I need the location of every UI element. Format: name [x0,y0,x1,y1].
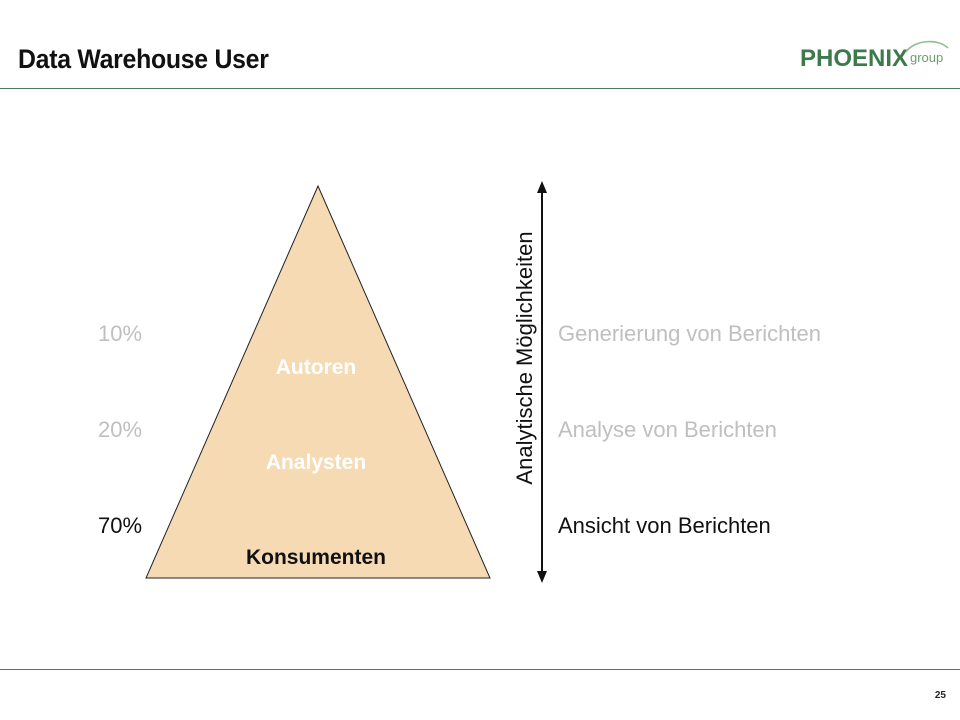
capability-analyse: Analyse von Berichten [558,417,777,442]
logo-text: PHOENIX [800,45,908,72]
phoenix-group-logo: PHOENIX group [798,34,958,84]
page-number: 25 [934,690,946,701]
tier-autoren: Autoren [275,356,357,379]
page-title: Data Warehouse User [18,44,269,74]
percent-analysten: 20% [98,417,143,442]
tier-analysten: Analysten [265,451,367,474]
capability-ansicht: Ansicht von Berichten [558,513,771,538]
pyramid [145,184,491,579]
logo-suffix: group [910,50,943,65]
percent-konsumenten: 70% [98,513,143,538]
tier-konsumenten: Konsumenten [245,546,386,569]
percent-autoren: 10% [98,321,143,346]
footer-divider [0,669,960,670]
vertical-double-arrow [537,181,547,583]
header-divider [0,88,960,89]
capability-generierung: Generierung von Berichten [558,321,821,346]
